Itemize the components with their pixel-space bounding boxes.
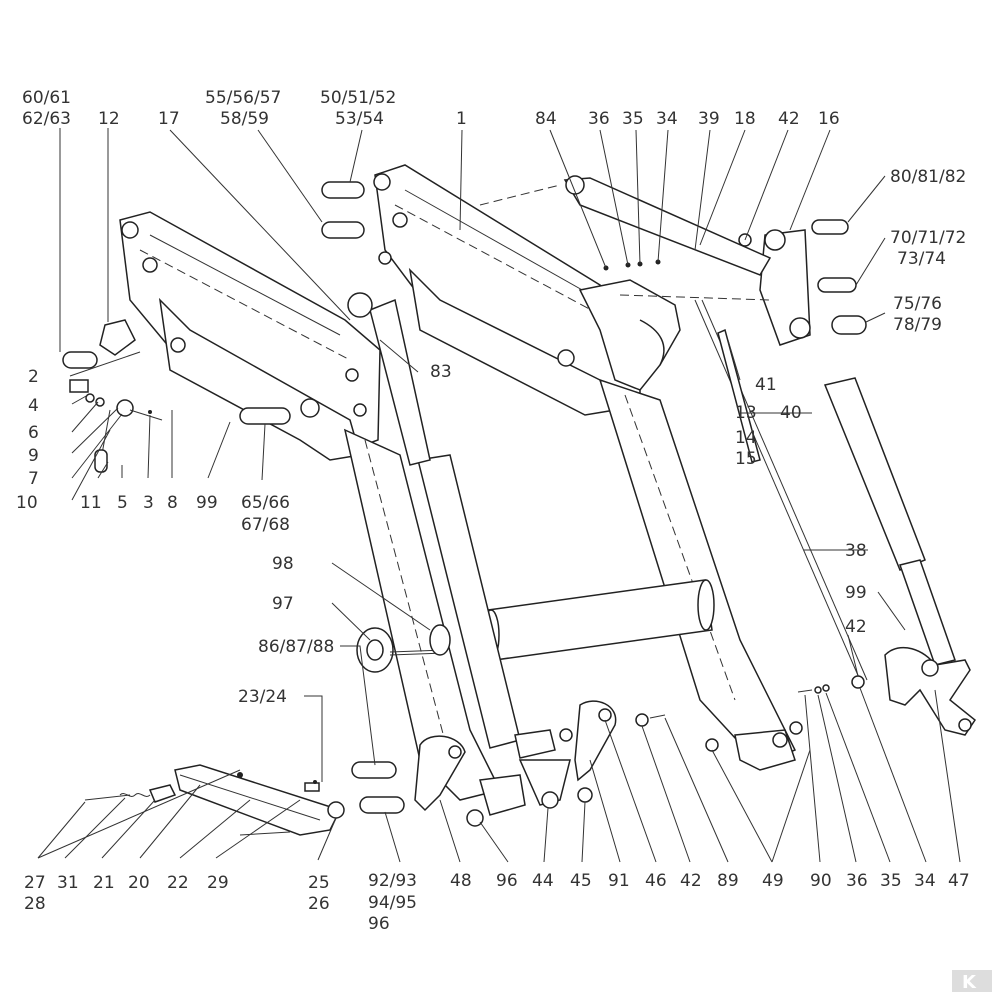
callout-42-right: 42: [845, 617, 867, 637]
callout-25: 25: [308, 873, 330, 893]
callout-15: 15: [735, 449, 757, 469]
callout-62-63: 62/63: [22, 109, 71, 129]
callout-2: 2: [28, 367, 39, 387]
callout-26: 26: [308, 894, 330, 914]
callout-70-71-72: 70/71/72: [890, 228, 966, 248]
callout-22: 22: [167, 873, 189, 893]
callout-1: 1: [456, 109, 467, 129]
callout-91: 91: [608, 871, 630, 891]
callout-5: 5: [117, 493, 128, 513]
callout-14: 14: [735, 428, 757, 448]
callout-99-left: 99: [196, 493, 218, 513]
callout-67-68: 67/68: [241, 515, 290, 535]
callout-38: 38: [845, 541, 867, 561]
callout-47: 47: [948, 871, 970, 891]
callout-90: 90: [810, 871, 832, 891]
callout-86-87-88: 86/87/88: [258, 637, 334, 657]
callout-96: 96: [496, 871, 518, 891]
callout-58-59: 58/59: [220, 109, 269, 129]
callout-42-top: 42: [778, 109, 800, 129]
top-link: [479, 175, 772, 301]
callout-39: 39: [698, 109, 720, 129]
right-boom-arm: [373, 164, 797, 766]
callout-8: 8: [167, 493, 178, 513]
callout-45: 45: [570, 871, 592, 891]
callout-55-56-57: 55/56/57: [205, 88, 281, 108]
callout-27: 27: [24, 873, 46, 893]
brand-logo: K: [952, 970, 992, 993]
callout-42-bottom: 42: [680, 871, 702, 891]
svg-text:K: K: [962, 972, 977, 993]
callout-6: 6: [28, 423, 39, 443]
leader-lines: [37, 128, 961, 863]
callout-73-74: 73/74: [897, 249, 946, 269]
lever-assembly: [69, 319, 163, 473]
callout-31: 31: [57, 873, 79, 893]
callout-96-lower: 96: [368, 914, 390, 934]
callout-11: 11: [80, 493, 102, 513]
callout-29: 29: [207, 873, 229, 893]
callout-13: 13: [735, 403, 757, 423]
callout-94-95: 94/95: [368, 893, 417, 913]
callout-46: 46: [645, 871, 667, 891]
callout-23-24: 23/24: [238, 687, 287, 707]
left-boom-arm: [119, 211, 502, 801]
callout-21: 21: [93, 873, 115, 893]
callout-41: 41: [755, 375, 777, 395]
callout-75-76: 75/76: [893, 294, 942, 314]
callout-83: 83: [430, 362, 452, 382]
callout-12: 12: [98, 109, 120, 129]
callout-3: 3: [143, 493, 154, 513]
callout-44: 44: [532, 871, 554, 891]
callout-20: 20: [128, 873, 150, 893]
callout-35-top: 35: [622, 109, 644, 129]
left-cylinder: [347, 292, 521, 749]
callout-99-right: 99: [845, 583, 867, 603]
callout-7: 7: [28, 469, 39, 489]
callout-4: 4: [28, 396, 39, 416]
callout-98: 98: [272, 554, 294, 574]
callout-53-54: 53/54: [335, 109, 384, 129]
link-rod: [694, 299, 868, 681]
lower-left-attachment: [84, 764, 345, 836]
right-cylinder: [759, 229, 956, 666]
callout-65-66: 65/66: [241, 493, 290, 513]
callout-9: 9: [28, 446, 39, 466]
callout-78-79: 78/79: [893, 315, 942, 335]
cross-tube: [482, 579, 715, 661]
callout-97: 97: [272, 594, 294, 614]
callout-49: 49: [762, 871, 784, 891]
callout-34-top: 34: [656, 109, 678, 129]
callout-28: 28: [24, 894, 46, 914]
callout-10: 10: [16, 493, 38, 513]
callout-48: 48: [450, 871, 472, 891]
callout-labels: 60/61 62/63 12 17 55/56/57 58/59 50/51/5…: [16, 88, 970, 934]
callout-84: 84: [535, 109, 557, 129]
callout-16: 16: [818, 109, 840, 129]
callout-40: 40: [780, 403, 802, 423]
cap-and-hose: [356, 624, 451, 673]
callout-92-93: 92/93: [368, 871, 417, 891]
callout-17: 17: [158, 109, 180, 129]
callout-35-bottom: 35: [880, 871, 902, 891]
callout-60-61: 60/61: [22, 88, 71, 108]
callout-80-81-82: 80/81/82: [890, 167, 966, 187]
callout-36-top: 36: [588, 109, 610, 129]
callout-36-bottom: 36: [846, 871, 868, 891]
callout-89: 89: [717, 871, 739, 891]
callout-50-51-52: 50/51/52: [320, 88, 396, 108]
callout-34-bottom: 34: [914, 871, 936, 891]
callout-18: 18: [734, 109, 756, 129]
